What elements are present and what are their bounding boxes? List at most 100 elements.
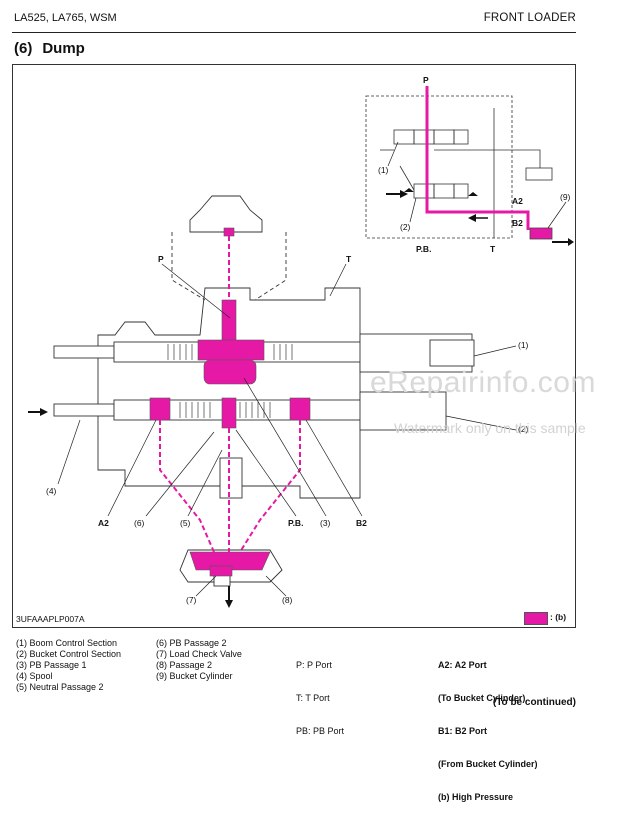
- legend-item: (4) Spool: [16, 671, 53, 681]
- neutral-passage: [219, 457, 243, 499]
- legend-column-2: (6) PB Passage 2 (7) Load Check Valve (8…: [156, 638, 242, 682]
- hp-pb-passage: [203, 359, 257, 385]
- leader-5: [187, 449, 223, 517]
- flow-arrow-1: [468, 192, 478, 196]
- hp-load-check: [189, 551, 271, 571]
- legend-item: (6) PB Passage 2: [156, 638, 227, 648]
- leader-7: [195, 575, 217, 597]
- bucket-actuator: [359, 391, 447, 431]
- pilot-arrow-head: [400, 190, 408, 198]
- label-6: (6): [134, 518, 145, 528]
- leader-pb: [235, 429, 297, 517]
- label-1: (1): [518, 340, 529, 350]
- hp-check-seat: [209, 565, 233, 577]
- hp-center: [221, 397, 237, 429]
- label-9: (9): [560, 192, 571, 202]
- boom-valve-box-2: [413, 129, 435, 145]
- cylinder-arrow-head: [568, 238, 574, 246]
- figure-code: 3UFAAAPLP007A: [16, 614, 85, 624]
- relief-valve-top: [189, 195, 263, 233]
- boom-valve-box-3: [433, 129, 455, 145]
- watermark: eRepairinfo.com: [370, 366, 596, 399]
- leader-2: [445, 415, 517, 431]
- legend-column-3: P: P Port T: T Port PB: PB Port: [296, 638, 344, 748]
- leader-6: [145, 431, 215, 517]
- label-t-small: T: [490, 244, 496, 254]
- legend-item: (From Bucket Cylinder): [438, 759, 538, 769]
- bucket-grooves: [179, 402, 271, 418]
- label-a2: A2: [98, 518, 109, 528]
- hp-boom-land: [197, 339, 265, 361]
- boom-grooves: [167, 344, 293, 360]
- leader-t: [329, 263, 347, 297]
- boom-line: [434, 149, 541, 168]
- legend-item: (1) Boom Control Section: [16, 638, 118, 648]
- dash-a2: [159, 420, 215, 553]
- leader-1-small: [387, 141, 399, 167]
- hp-route-p-to-a2: [425, 86, 530, 230]
- legend-item: (To Bucket Cylinder): [438, 693, 526, 703]
- legend-item: (2) Bucket Control Section: [16, 649, 122, 659]
- leader-3: [243, 377, 327, 517]
- label-pb: P.B.: [288, 518, 303, 528]
- legend-item: (8) Passage 2: [156, 660, 213, 670]
- leader-9: [547, 201, 567, 229]
- label-p: P: [158, 254, 164, 264]
- label-1-small: (1): [378, 165, 389, 175]
- figure-frame: [12, 64, 576, 628]
- label-4: (4): [46, 486, 57, 496]
- hp-a2-land: [149, 397, 171, 421]
- legend-item: A2: A2 Port: [438, 660, 487, 670]
- leader-8: [265, 575, 287, 597]
- legend-item: (b) High Pressure: [438, 792, 514, 802]
- bucket-valve-box-3: [453, 183, 469, 199]
- legend-item: PB: PB Port: [296, 726, 345, 736]
- spools: [53, 333, 475, 431]
- main-high-pressure: [149, 227, 311, 577]
- leader-2-small: [409, 197, 417, 223]
- bucket-valve-box-1: [413, 183, 435, 199]
- boom-spool-rod: [53, 345, 115, 359]
- hp-b2-land: [289, 397, 311, 421]
- boom-valve-box-4: [453, 129, 469, 145]
- valve-block-outline: [97, 287, 361, 499]
- bucket-valve-box-2: [433, 183, 455, 199]
- continued-note: (To be continued): [492, 697, 576, 708]
- bucket-spool-rod: [53, 403, 115, 417]
- top-hidden-right: [254, 232, 287, 301]
- label-8: (8): [282, 595, 293, 605]
- label-p-top: P: [423, 75, 429, 85]
- bucket-pilot-line: [399, 165, 415, 191]
- header-model: LA525, LA765, WSM: [14, 12, 117, 24]
- dashed-passages: [159, 236, 301, 553]
- leader-p: [161, 263, 231, 319]
- header-section: FRONT LOADER: [483, 12, 576, 24]
- bucket-cylinder-symbol: [529, 227, 553, 240]
- header-rule: [12, 32, 576, 33]
- leader-lines: [57, 141, 567, 597]
- legend-item: (3) PB Passage 1: [16, 660, 87, 670]
- legend-item: T: T Port: [296, 693, 330, 703]
- boom-valve-box-1: [393, 129, 415, 145]
- label-2: (2): [518, 424, 529, 434]
- label-7: (7): [186, 595, 197, 605]
- boom-cylinder-symbol: [525, 167, 553, 181]
- legend-item: (7) Load Check Valve: [156, 649, 242, 659]
- legend-column-4: A2: A2 Port (To Bucket Cylinder) B1: B2 …: [438, 638, 538, 814]
- legend-item: (5) Neutral Passage 2: [16, 682, 104, 692]
- section-title: (6)Dump: [14, 40, 85, 57]
- legend-item: (9) Bucket Cylinder: [156, 671, 233, 681]
- legend-column-1: (1) Boom Control Section (2) Bucket Cont…: [16, 638, 121, 693]
- hp-relief-port: [223, 227, 235, 237]
- label-3: (3): [320, 518, 331, 528]
- leader-b2: [305, 419, 363, 517]
- spool-grooves: [167, 344, 293, 418]
- drain-arrow-head: [225, 600, 233, 608]
- legend-item: B1: B2 Port: [438, 726, 488, 736]
- valve-body: [97, 195, 361, 587]
- schematic: [365, 95, 553, 239]
- label-pb-small: P.B.: [416, 244, 431, 254]
- return-arrow-head: [468, 214, 476, 222]
- watermark-note: Watermark only on this sample: [394, 420, 586, 436]
